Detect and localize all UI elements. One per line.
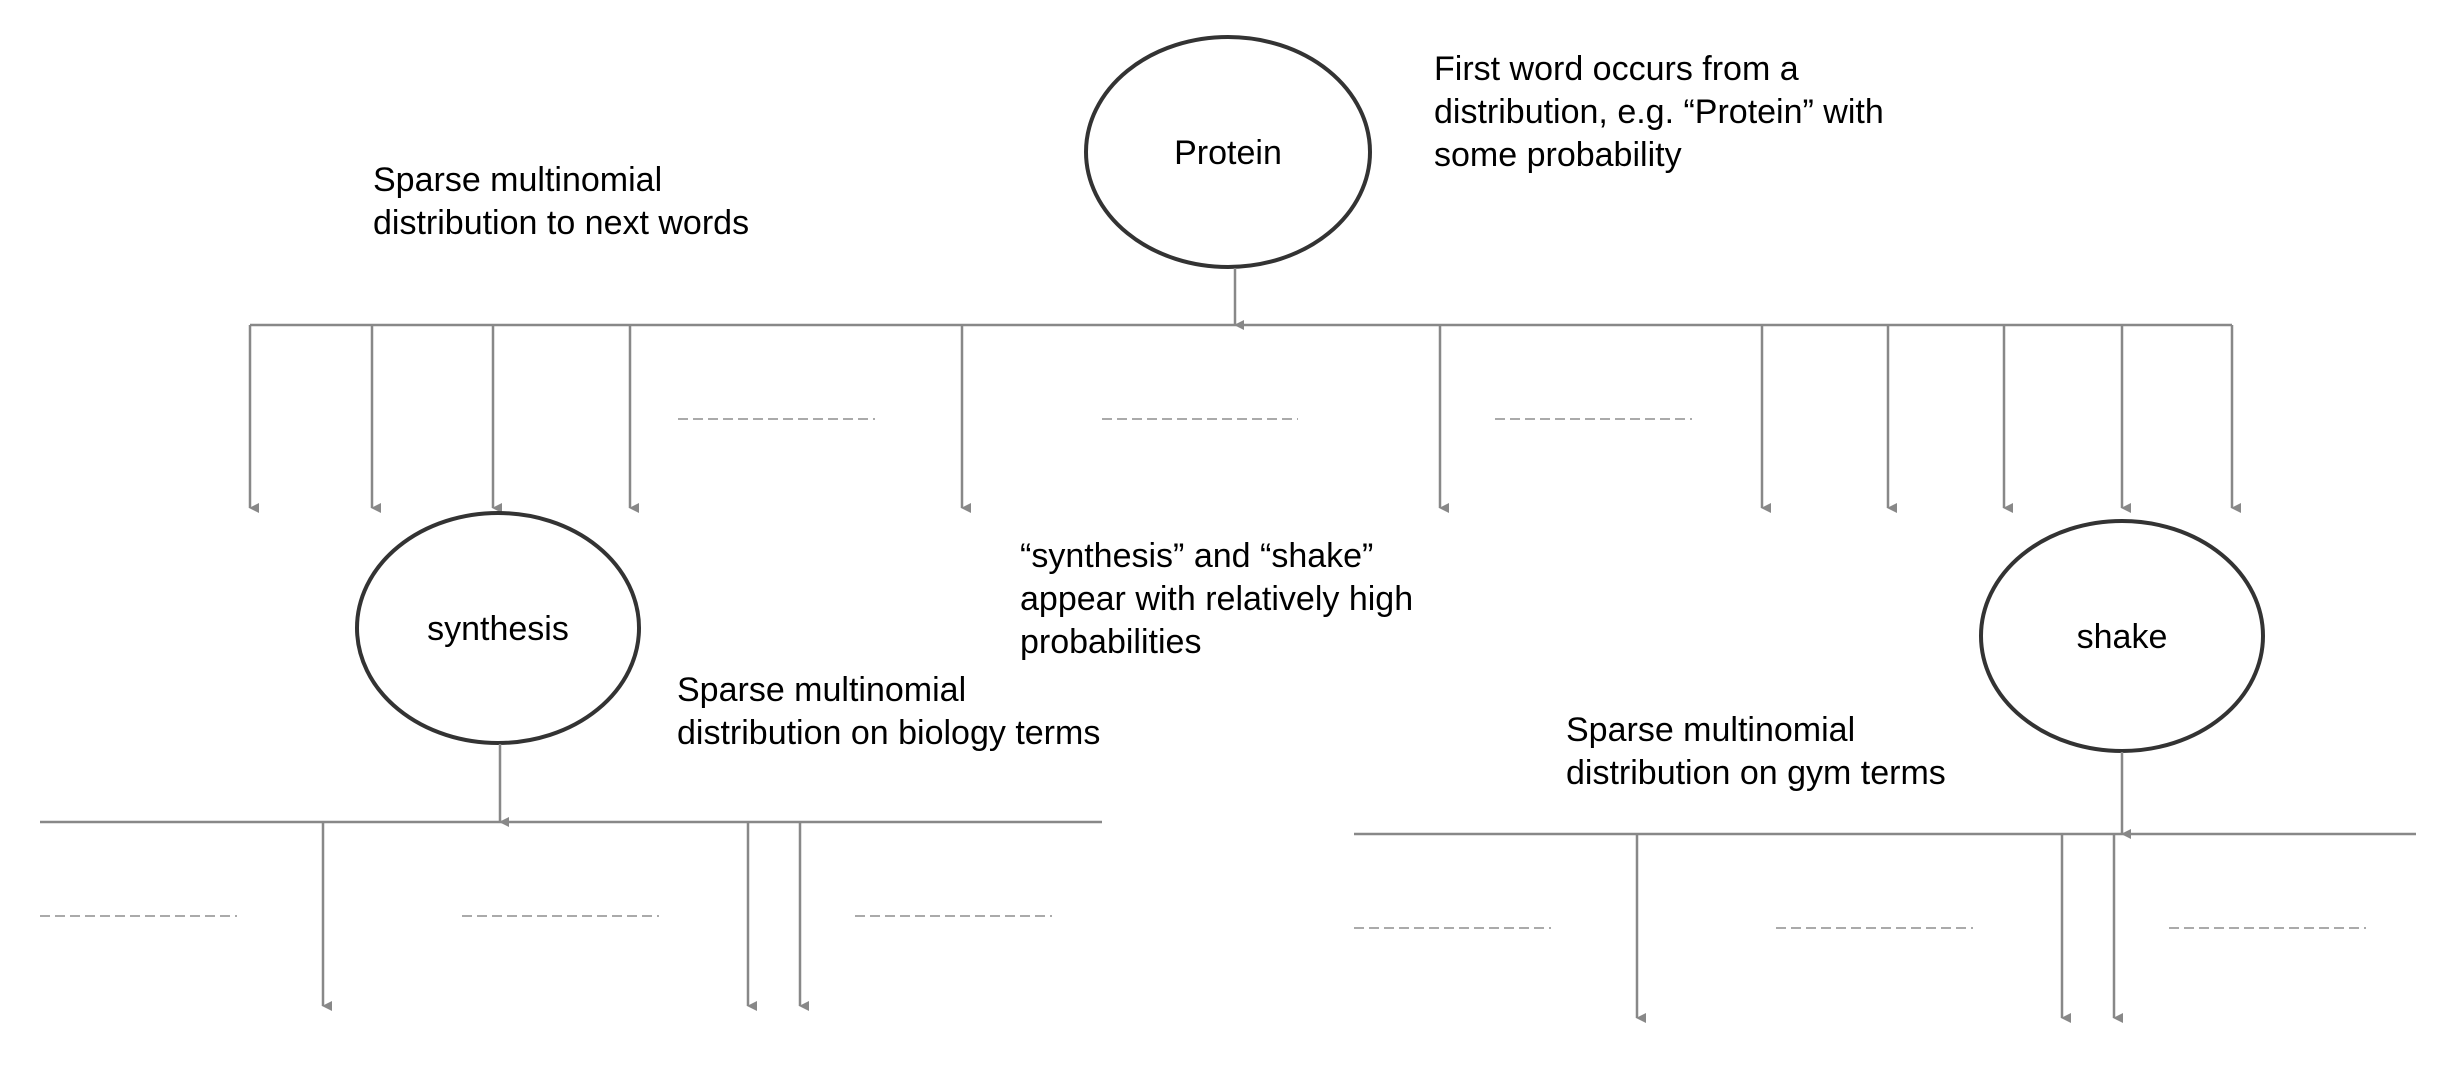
annotation-line: some probability — [1434, 136, 1682, 174]
annotation-line: Sparse multinomial — [1566, 711, 1856, 749]
annotation-line: distribution, e.g. “Protein” with — [1434, 93, 1884, 131]
annotation-line: distribution on gym terms — [1566, 754, 1946, 792]
synthesis-node[interactable]: synthesis — [355, 511, 641, 745]
protein-node[interactable]: Protein — [1084, 35, 1372, 269]
next-word-arrows — [248, 325, 2241, 513]
biology-term-arrows — [321, 822, 809, 1011]
annotation-line: probabilities — [1020, 623, 1202, 661]
annotation-line: “synthesis” and “shake” — [1020, 537, 1374, 575]
annotation-gym-terms: Sparse multinomial distribution on gym t… — [1566, 709, 1946, 795]
annotation-high-probability: “synthesis” and “shake” appear with rela… — [1020, 535, 1413, 664]
shake-ellipse — [1979, 519, 2265, 753]
annotation-line: distribution on biology terms — [677, 714, 1101, 752]
synthesis-ellipse — [355, 511, 641, 745]
annotation-first-word: First word occurs from a distribution, e… — [1434, 48, 1884, 177]
protein-label: Protein — [1174, 134, 1282, 172]
annotation-line: distribution to next words — [373, 204, 750, 242]
annotation-line: Sparse multinomial — [373, 161, 663, 199]
annotation-line: appear with relatively high — [1020, 580, 1414, 618]
shake-label: shake — [2077, 618, 2168, 656]
annotation-line: Sparse multinomial — [677, 671, 967, 709]
gym-term-arrows — [1635, 834, 2123, 1023]
annotation-line: First word occurs from a — [1434, 50, 1799, 88]
synthesis-label: synthesis — [427, 610, 569, 648]
protein-ellipse — [1084, 35, 1372, 269]
annotation-next-words: Sparse multinomial distribution to next … — [373, 159, 749, 245]
shake-node[interactable]: shake — [1979, 519, 2265, 753]
annotation-biology-terms: Sparse multinomial distribution on biolo… — [677, 669, 1100, 755]
